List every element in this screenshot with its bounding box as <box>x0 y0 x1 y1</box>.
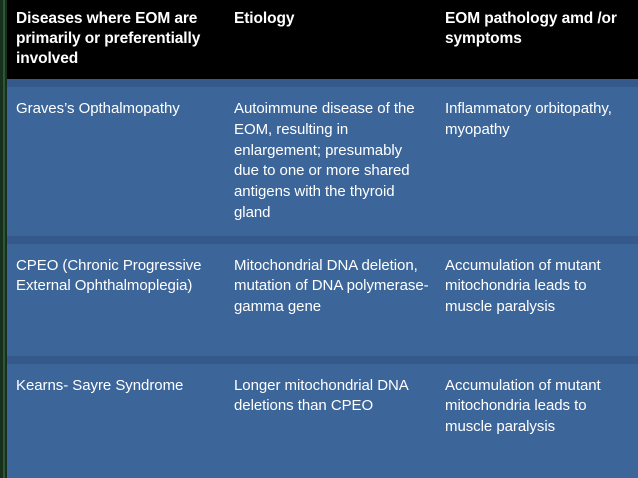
cell-etiology: Autoimmune disease of the EOM, resulting… <box>226 79 437 240</box>
cell-etiology: Longer mitochondrial DNA deletions than … <box>226 355 437 478</box>
cell-disease-name: CPEO (Chronic Progressive External Ophth… <box>0 235 226 360</box>
column-header-diseases: Diseases where EOM are primarily or pref… <box>0 0 226 84</box>
bottom-background-fill <box>0 468 638 478</box>
table-row: Kearns- Sayre Syndrome Longer mitochondr… <box>0 355 638 478</box>
table-header: Diseases where EOM are primarily or pref… <box>0 0 638 84</box>
left-edge-inner-line <box>3 0 5 478</box>
cell-pathology: Inflammatory orbitopathy, myopathy <box>437 79 638 240</box>
cell-disease-name: Kearns- Sayre Syndrome <box>0 355 226 478</box>
cell-etiology: Mitochondrial DNA deletion, mutation of … <box>226 235 437 360</box>
table-body: Graves’s Opthalmopathy Autoimmune diseas… <box>0 79 638 478</box>
column-header-pathology: EOM pathology amd /or symptoms <box>437 0 638 84</box>
left-edge-strip <box>0 0 7 478</box>
cell-pathology: Accumulation of mutant mitochondria lead… <box>437 355 638 478</box>
cell-disease-name: Graves’s Opthalmopathy <box>0 79 226 240</box>
table-row: CPEO (Chronic Progressive External Ophth… <box>0 235 638 360</box>
cell-pathology: Accumulation of mutant mitochondria lead… <box>437 235 638 360</box>
column-header-etiology: Etiology <box>226 0 437 84</box>
header-row: Diseases where EOM are primarily or pref… <box>0 0 638 84</box>
table-row: Graves’s Opthalmopathy Autoimmune diseas… <box>0 79 638 240</box>
